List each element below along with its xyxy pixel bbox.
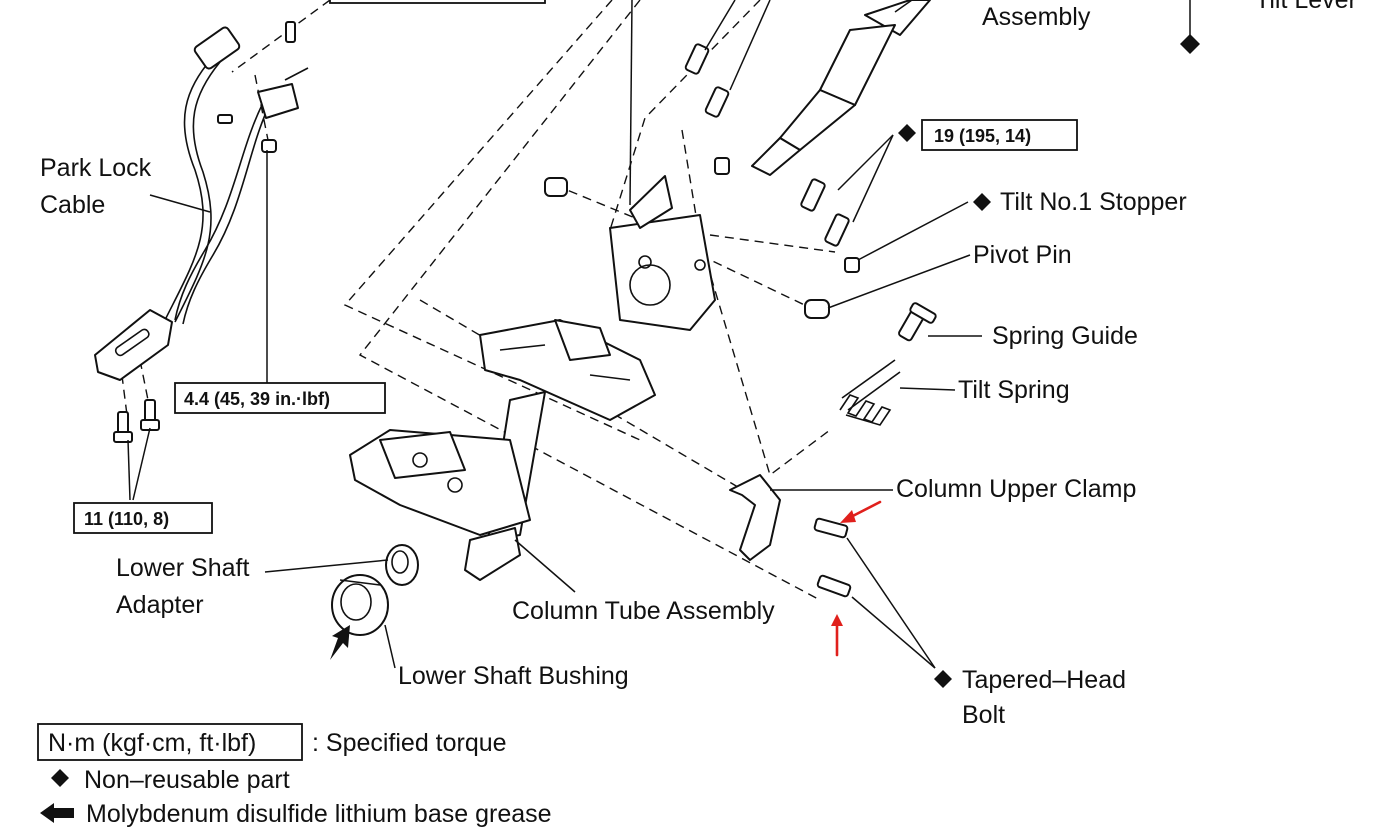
torque-box-4-4: 4.4 (45, 39 in.·lbf) bbox=[174, 382, 386, 414]
park-lock-cable-label-line1: Park Lock bbox=[40, 154, 152, 182]
upper-bolts bbox=[684, 43, 860, 319]
tapered-head-bolts bbox=[813, 517, 852, 598]
park-lock-cable-label-line2: Cable bbox=[40, 191, 105, 219]
tilt-steering-support bbox=[544, 157, 730, 331]
legend-non-reusable: Non–reusable part bbox=[84, 766, 290, 794]
lower-shaft-adapter-part bbox=[385, 544, 419, 586]
legend-torque-unit: N·m (kgf·cm, ft·lbf) bbox=[48, 729, 256, 757]
spring-guide-label: Spring Guide bbox=[992, 322, 1138, 350]
tilt-spring-label: Tilt Spring bbox=[958, 376, 1070, 404]
pivot-pin-label: Pivot Pin bbox=[973, 241, 1072, 269]
torque-box-top-cut bbox=[329, 0, 546, 4]
spring-guide-part bbox=[898, 302, 937, 342]
column-upper-clamp-label: Column Upper Clamp bbox=[896, 475, 1136, 503]
grease-arrow-icon bbox=[330, 625, 350, 660]
tilt-spring-part bbox=[839, 359, 901, 426]
park-lock-cable bbox=[94, 26, 309, 381]
torque-value-11: 11 (110, 8) bbox=[84, 509, 169, 529]
legend-torque-desc: : Specified torque bbox=[312, 729, 507, 757]
column-tube-assembly bbox=[349, 319, 656, 581]
legend-torque-box bbox=[37, 723, 303, 761]
assembly-label: Assembly bbox=[982, 3, 1091, 31]
lower-shaft-bushing-part bbox=[331, 574, 389, 636]
torque-value-4-4: 4.4 (45, 39 in.·lbf) bbox=[184, 389, 330, 409]
column-upper-clamp-part bbox=[729, 474, 781, 561]
lower-shaft-bushing-label: Lower Shaft Bushing bbox=[398, 662, 629, 690]
legend: N·m (kgf·cm, ft·lbf) : Specified torque … bbox=[37, 723, 552, 828]
red-annotation-arrows bbox=[831, 500, 882, 657]
lower-shaft-adapter-label-line1: Lower Shaft bbox=[116, 554, 249, 582]
assembly-guide-lines bbox=[119, 0, 836, 601]
torque-box-11: 11 (110, 8) bbox=[73, 502, 213, 534]
column-tube-assembly-label: Column Tube Assembly bbox=[512, 597, 775, 625]
tilt-lever-label: Tilt Lever bbox=[1255, 0, 1357, 14]
lower-shaft-adapter-label-line2: Adapter bbox=[116, 591, 204, 619]
grease-markers bbox=[330, 625, 350, 660]
torque-value-19: 19 (195, 14) bbox=[934, 126, 1031, 146]
non-reusable-markers bbox=[51, 34, 1200, 787]
tilt-no1-stopper-label: Tilt No.1 Stopper bbox=[1000, 188, 1187, 216]
legend-grease: Molybdenum disulfide lithium base grease bbox=[86, 800, 552, 828]
cable-screws bbox=[113, 21, 296, 443]
torque-box-19: 19 (195, 14) bbox=[921, 119, 1078, 151]
tapered-head-bolt-label-line2: Bolt bbox=[962, 701, 1005, 729]
leader-lines bbox=[127, 0, 1191, 669]
tapered-head-bolt-label-line1: Tapered–Head bbox=[962, 666, 1126, 694]
steering-main-shaft bbox=[751, 0, 931, 176]
legend-grease-arrow-icon bbox=[40, 803, 74, 823]
